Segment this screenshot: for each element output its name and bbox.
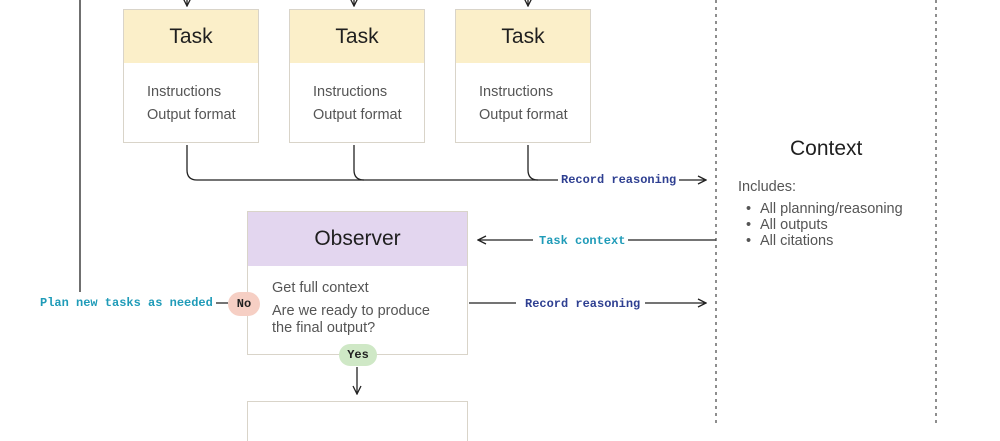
task-box-1: Task Instructions Output format xyxy=(123,9,259,143)
record-reasoning-label-tasks: Record reasoning xyxy=(558,173,680,187)
context-item: All outputs xyxy=(746,217,903,233)
context-item: All planning/reasoning xyxy=(746,201,903,217)
observer-title: Observer xyxy=(248,212,467,266)
observer-get-context: Get full context xyxy=(272,280,369,296)
no-badge: No xyxy=(228,292,260,316)
observer-box: Observer Get full context Are we ready t… xyxy=(247,211,468,355)
task-output-format: Output format xyxy=(147,106,236,123)
yes-badge: Yes xyxy=(339,344,377,366)
task-instructions: Instructions xyxy=(479,84,554,100)
context-includes: Includes: xyxy=(738,179,797,195)
task-title: Task xyxy=(456,10,590,63)
final-output-box xyxy=(247,401,468,441)
context-title: Context xyxy=(790,137,863,160)
task-context-label: Task context xyxy=(536,234,629,248)
task-merge-line-2 xyxy=(353,145,365,181)
task-output-format: Output format xyxy=(313,106,402,123)
connector-lines xyxy=(79,0,937,426)
task-title: Task xyxy=(290,10,424,63)
task-instructions: Instructions xyxy=(313,84,388,100)
task-box-3: Task Instructions Output format xyxy=(455,9,591,143)
task-merge-line-3 xyxy=(527,145,539,181)
task-instructions: Instructions xyxy=(147,84,222,100)
context-item: All citations xyxy=(746,233,903,249)
record-reasoning-label-observer: Record reasoning xyxy=(522,297,644,311)
diagram-canvas: Task Instructions Output format Task Ins… xyxy=(0,0,1000,426)
observer-question: Are we ready to produce the final output… xyxy=(272,303,430,336)
task-title: Task xyxy=(124,10,258,63)
task-box-2: Task Instructions Output format xyxy=(289,9,425,143)
context-list: All planning/reasoning All outputs All c… xyxy=(746,201,903,249)
plan-new-tasks-label: Plan new tasks as needed xyxy=(37,296,216,310)
task-output-format: Output format xyxy=(479,106,568,123)
task-merge-line xyxy=(186,145,560,181)
